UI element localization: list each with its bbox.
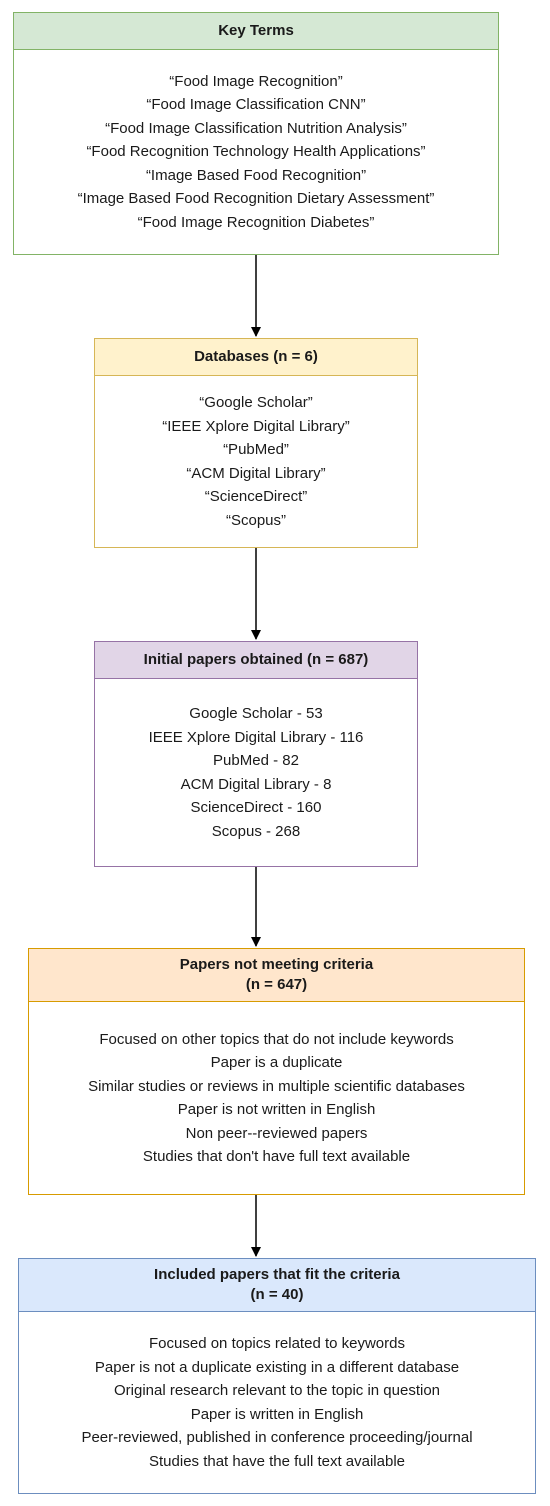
included-papers-box: Included papers that fit the criteria (n… xyxy=(18,1258,536,1494)
initial-papers-header: Initial papers obtained (n = 687) xyxy=(95,642,417,679)
key-term-item: “Food Image Classification Nutrition Ana… xyxy=(105,119,407,137)
initial-papers-box: Initial papers obtained (n = 687) Google… xyxy=(94,641,418,867)
database-item: “Scopus” xyxy=(225,511,287,529)
databases-box: Databases (n = 6) “Google Scholar” “IEEE… xyxy=(94,338,418,548)
key-term-item: “Image Based Food Recognition” xyxy=(145,166,367,184)
databases-list: “Google Scholar” “IEEE Xplore Digital Li… xyxy=(95,376,417,547)
inclusion-criterion: Peer-reviewed, published in conference p… xyxy=(81,1429,473,1446)
key-term-item: “Food Image Classification CNN” xyxy=(146,96,366,114)
key-terms-box: Key Terms “Food Image Recognition” “Food… xyxy=(13,12,499,255)
key-terms-list: “Food Image Recognition” “Food Image Cla… xyxy=(14,50,498,254)
excluded-papers-list: Focused on other topics that do not incl… xyxy=(29,1002,524,1194)
excluded-papers-count: (n = 647) xyxy=(245,976,308,993)
databases-header: Databases (n = 6) xyxy=(95,339,417,376)
initial-papers-list: Google Scholar - 53 IEEE Xplore Digital … xyxy=(95,679,417,866)
initial-paper-count-item: IEEE Xplore Digital Library - 116 xyxy=(148,728,364,746)
initial-papers-title: Initial papers obtained (n = 687) xyxy=(143,651,369,668)
inclusion-criterion: Studies that have the full text availabl… xyxy=(149,1452,405,1470)
exclusion-criterion: Paper is not written in English xyxy=(177,1101,376,1118)
key-term-item: “Food Recognition Technology Health Appl… xyxy=(86,143,426,161)
initial-paper-count-item: PubMed - 82 xyxy=(213,752,299,769)
inclusion-criterion: Paper is not a duplicate existing in a d… xyxy=(94,1358,460,1376)
excluded-papers-title: Papers not meeting criteria xyxy=(179,956,374,973)
excluded-papers-header: Papers not meeting criteria (n = 647) xyxy=(29,949,524,1002)
initial-paper-count-item: Google Scholar - 53 xyxy=(189,705,323,722)
database-item: “IEEE Xplore Digital Library” xyxy=(162,417,350,435)
included-papers-count: (n = 40) xyxy=(250,1286,304,1303)
exclusion-criterion: Focused on other topics that do not incl… xyxy=(99,1030,454,1048)
exclusion-criterion: Studies that don't have full text availa… xyxy=(142,1148,411,1165)
inclusion-criterion: Paper is written in English xyxy=(190,1405,364,1423)
initial-paper-count-item: ScienceDirect - 160 xyxy=(190,799,322,816)
included-papers-list: Focused on topics related to keywords Pa… xyxy=(19,1312,535,1493)
exclusion-criterion: Similar studies or reviews in multiple s… xyxy=(88,1077,465,1095)
exclusion-criterion: Paper is a duplicate xyxy=(210,1054,343,1071)
database-item: “ScienceDirect” xyxy=(204,488,308,505)
initial-paper-count-item: ACM Digital Library - 8 xyxy=(180,775,332,793)
key-term-item: “Food Image Recognition Diabetes” xyxy=(137,213,375,231)
databases-title: Databases (n = 6) xyxy=(194,348,318,365)
initial-paper-count-item: Scopus - 268 xyxy=(211,822,301,840)
key-terms-title: Key Terms xyxy=(218,22,294,39)
inclusion-criterion: Focused on topics related to keywords xyxy=(149,1335,405,1352)
key-term-item: “Image Based Food Recognition Dietary As… xyxy=(77,190,435,208)
included-papers-title: Included papers that fit the criteria xyxy=(154,1266,400,1283)
key-terms-header: Key Terms xyxy=(14,13,498,50)
exclusion-criterion: Non peer--reviewed papers xyxy=(185,1124,368,1142)
key-term-item: “Food Image Recognition” xyxy=(169,72,343,90)
included-papers-header: Included papers that fit the criteria (n… xyxy=(19,1259,535,1312)
database-item: “ACM Digital Library” xyxy=(186,464,326,482)
excluded-papers-box: Papers not meeting criteria (n = 647) Fo… xyxy=(28,948,525,1195)
database-item: “Google Scholar” xyxy=(199,394,313,411)
database-item: “PubMed” xyxy=(223,441,289,458)
inclusion-criterion: Original research relevant to the topic … xyxy=(113,1382,440,1399)
